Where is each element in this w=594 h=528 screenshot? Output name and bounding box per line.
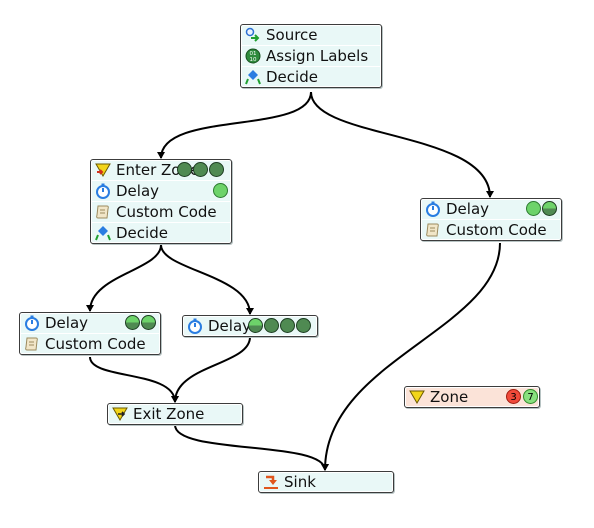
- right-delay-block[interactable]: Delay Custom Code: [420, 198, 562, 241]
- zone-entries-badge: 7: [523, 389, 538, 404]
- sink-row-label: Sink: [284, 473, 316, 491]
- connector-source-to-enter-zone[interactable]: [157, 91, 312, 159]
- svg-text:10: 10: [250, 57, 257, 63]
- delay-icon: [187, 318, 203, 334]
- enter-zone-token-group: [176, 162, 224, 177]
- token: [280, 318, 295, 333]
- zone-content-badge: 3: [506, 389, 521, 404]
- decide-row[interactable]: Decide: [241, 66, 381, 87]
- exit-zone-block[interactable]: Exit Zone: [107, 403, 243, 425]
- delay-token-group: [212, 183, 228, 198]
- connector-exit-zone-to-sink[interactable]: [174, 424, 329, 471]
- decide-row[interactable]: Decide: [91, 222, 231, 243]
- delay-row[interactable]: Delay: [421, 199, 561, 219]
- decide-row-label: Decide: [116, 224, 168, 242]
- delay-icon: [95, 183, 111, 199]
- connector-source-to-right-delay[interactable]: [310, 91, 494, 198]
- connector-enter-zone-to-mid-delay[interactable]: [160, 244, 254, 315]
- zone-icon: [409, 389, 425, 405]
- exit-zone-icon: [112, 406, 128, 422]
- token: [177, 162, 192, 177]
- sink-icon: [263, 474, 279, 490]
- custom-code-row-label: Custom Code: [45, 335, 146, 353]
- decide-icon: [245, 69, 261, 85]
- delay-row-label: Delay: [446, 200, 490, 218]
- exit-zone-row-label: Exit Zone: [133, 405, 205, 423]
- svg-text:01: 01: [250, 51, 257, 57]
- token: [213, 183, 228, 198]
- connector-left-delay-to-exit-zone[interactable]: [89, 356, 179, 403]
- decide-row-label: Decide: [266, 68, 318, 86]
- decide-icon: [95, 225, 111, 241]
- left-delay-block[interactable]: Delay Custom Code: [19, 312, 161, 355]
- token: [526, 201, 541, 216]
- delay-row[interactable]: Delay: [91, 180, 231, 201]
- custom-code-row[interactable]: Custom Code: [421, 219, 561, 240]
- delay-icon: [425, 201, 441, 217]
- zone-row-label: Zone: [430, 388, 469, 406]
- connector-right-delay-to-sink[interactable]: [321, 242, 501, 471]
- mid-delay-block[interactable]: Delay: [182, 315, 318, 337]
- custom-code-row-label: Custom Code: [116, 203, 217, 221]
- custom-code-icon: [95, 204, 111, 220]
- enter-zone-block[interactable]: Enter Zone Delay Custom Code Decide: [90, 159, 232, 244]
- source-row-label: Source: [266, 26, 318, 44]
- custom-code-row[interactable]: Custom Code: [91, 201, 231, 222]
- custom-code-row-label: Custom Code: [446, 221, 547, 239]
- assign-labels-row-label: Assign Labels: [266, 47, 369, 65]
- delay-row-label: Delay: [116, 182, 160, 200]
- token: [248, 318, 263, 333]
- connector-enter-zone-to-left-delay[interactable]: [86, 244, 162, 312]
- zone-row[interactable]: Zone 3 7: [405, 387, 539, 407]
- custom-code-icon: [425, 222, 441, 238]
- token: [296, 318, 311, 333]
- delay-icon: [24, 315, 40, 331]
- token: [542, 201, 557, 216]
- enter-zone-row[interactable]: Enter Zone: [91, 160, 231, 180]
- enter-zone-icon: [95, 162, 111, 178]
- sink-block[interactable]: Sink: [258, 471, 394, 493]
- source-row[interactable]: Source: [241, 25, 381, 45]
- token: [125, 315, 140, 330]
- delay-row-label: Delay: [208, 317, 252, 335]
- delay-token-group: [247, 318, 311, 333]
- exit-zone-row[interactable]: Exit Zone: [108, 404, 242, 424]
- delay-row[interactable]: Delay: [183, 316, 317, 336]
- token: [264, 318, 279, 333]
- token: [193, 162, 208, 177]
- connector-mid-delay-to-exit-zone[interactable]: [171, 336, 251, 403]
- custom-code-row[interactable]: Custom Code: [20, 333, 160, 354]
- delay-row-label: Delay: [45, 314, 89, 332]
- token: [141, 315, 156, 330]
- zone-block[interactable]: Zone 3 7: [404, 386, 540, 408]
- token: [209, 162, 224, 177]
- delay-token-group: [124, 315, 156, 330]
- source-icon: [245, 27, 261, 43]
- delay-token-group: [525, 201, 557, 216]
- sink-row[interactable]: Sink: [259, 472, 393, 492]
- custom-code-icon: [24, 336, 40, 352]
- delay-row[interactable]: Delay: [20, 313, 160, 333]
